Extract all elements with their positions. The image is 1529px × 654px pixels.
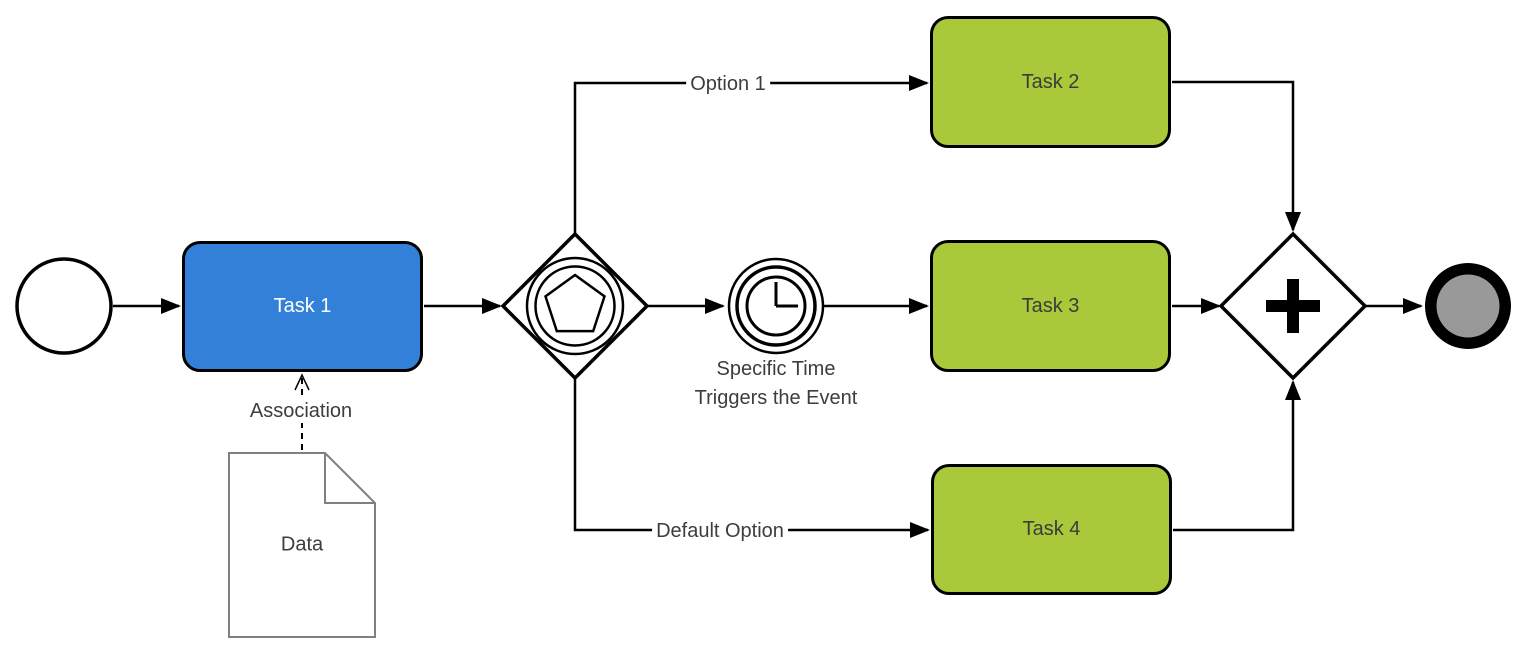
- task3-node[interactable]: Task 3: [930, 240, 1171, 372]
- timer-event-caption: Specific Time Triggers the Event: [694, 358, 858, 409]
- data-object-label: Data: [280, 533, 324, 556]
- task4-node[interactable]: Task 4: [931, 464, 1172, 595]
- event-gateway-outer-circle-icon: [525, 256, 625, 356]
- data-object[interactable]: [228, 452, 376, 638]
- flow-task2-to-parallel-gateway[interactable]: [1172, 80, 1301, 232]
- task1-node[interactable]: Task 1: [182, 241, 423, 372]
- parallel-gateway[interactable]: [1218, 231, 1368, 381]
- association-open-arrow-icon: [294, 373, 310, 391]
- event-gateway-inner-circle-icon: [534, 265, 616, 347]
- task1-label: Task 1: [273, 295, 332, 317]
- task4-label: Task 4: [1022, 518, 1081, 540]
- document-shape[interactable]: [228, 452, 376, 638]
- event-gateway-diamond[interactable]: [500, 231, 650, 381]
- task3-label: Task 3: [1021, 294, 1080, 317]
- end-event[interactable]: [1425, 263, 1511, 349]
- pentagon-icon: [544, 273, 606, 333]
- flow-option1-to-task2[interactable]: [573, 75, 929, 235]
- flow-task4-to-parallel-gateway[interactable]: [1173, 380, 1301, 532]
- start-event[interactable]: [15, 257, 113, 355]
- default-option-edge-label[interactable]: Default Option: [652, 519, 788, 543]
- folded-corner-icon: [324, 453, 375, 504]
- clock-hands-icon: [774, 282, 798, 308]
- association-edge-label[interactable]: Association: [245, 399, 357, 423]
- option1-edge-label[interactable]: Option 1: [686, 72, 770, 96]
- flow-default-option-to-task4[interactable]: [573, 377, 930, 538]
- timer-event[interactable]: [727, 257, 825, 355]
- event-based-gateway[interactable]: [500, 231, 650, 381]
- plus-icon: [1266, 279, 1320, 333]
- task2-node[interactable]: Task 2: [930, 16, 1171, 148]
- end-event-inner: [1436, 274, 1500, 338]
- task2-label: Task 2: [1021, 70, 1080, 93]
